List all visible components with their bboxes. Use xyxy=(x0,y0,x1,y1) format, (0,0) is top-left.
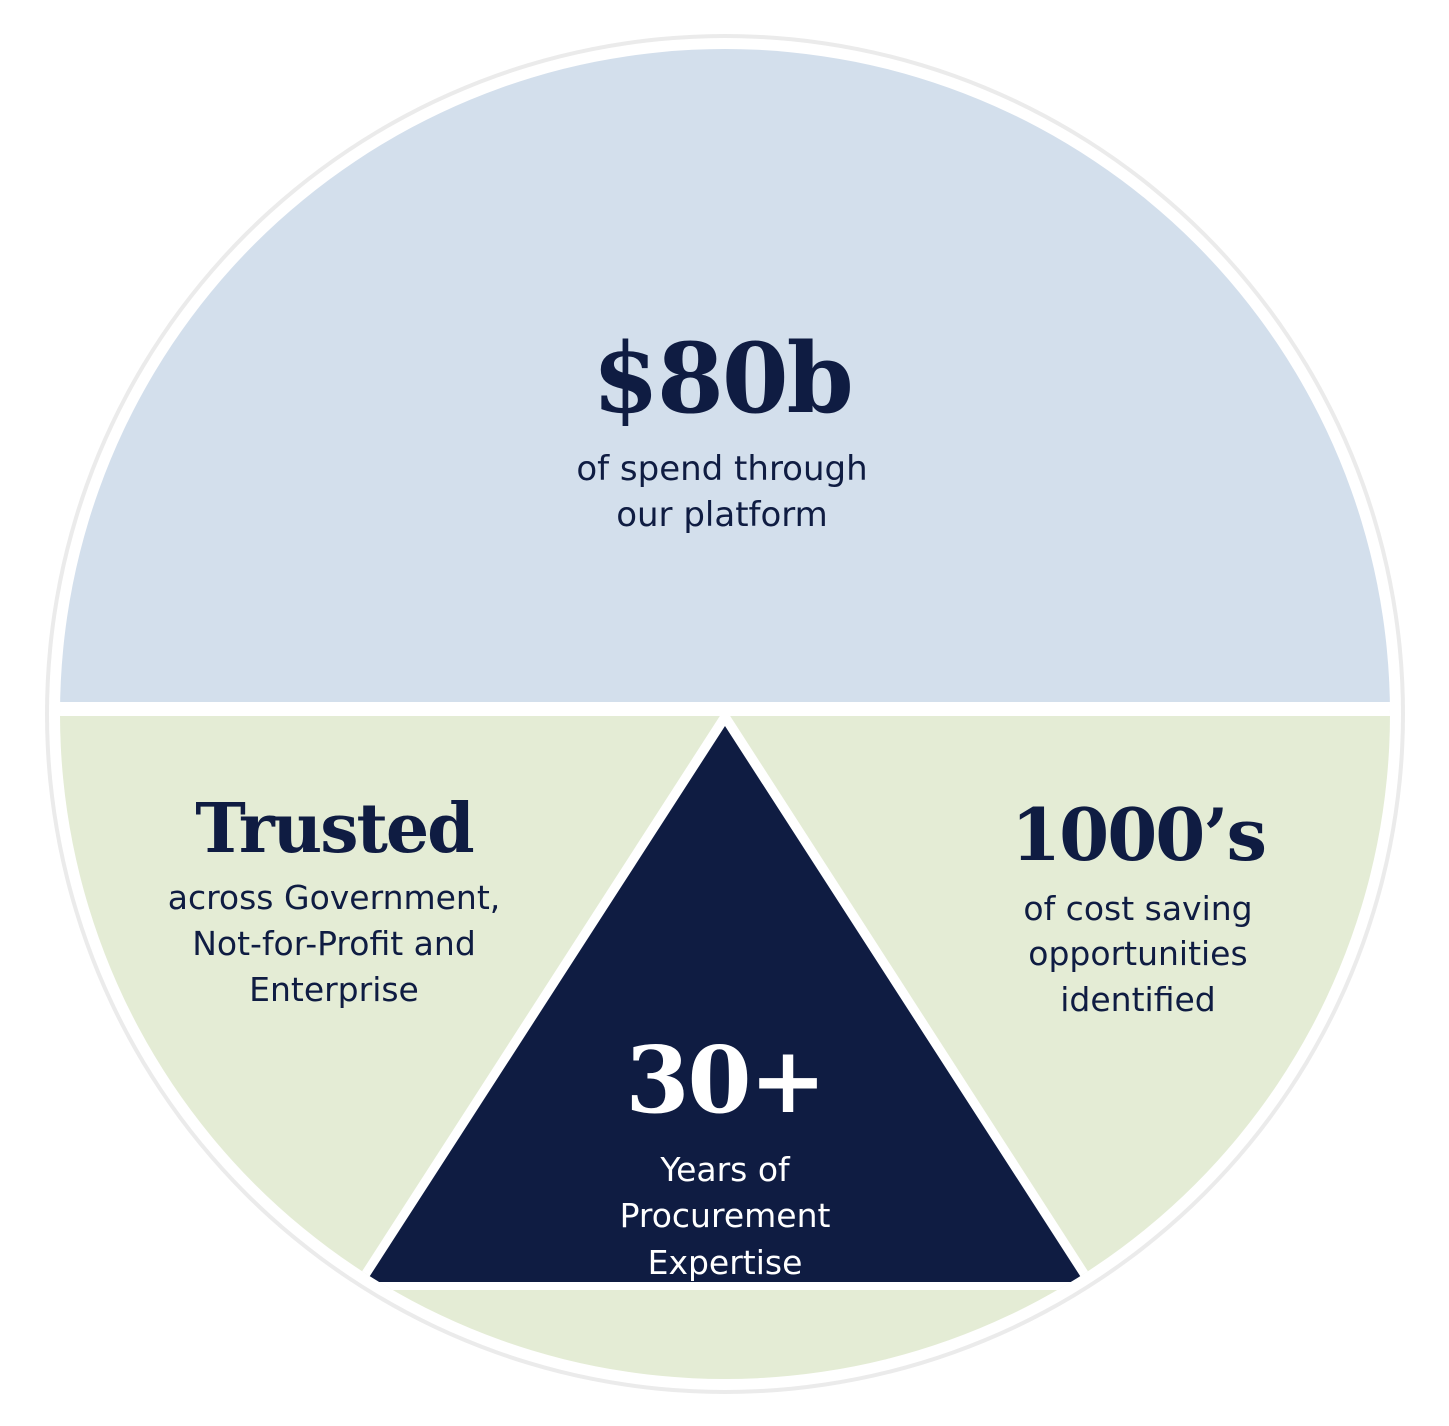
top-caption-line-2: our platform xyxy=(616,495,828,535)
center-headline: 30+ xyxy=(625,1026,824,1134)
top-segment-content: $80b of spend through our platform xyxy=(576,322,867,535)
left-caption-line-3: Enterprise xyxy=(249,970,419,1009)
right-segment-content: 1000’s of cost saving opportunities iden… xyxy=(1011,792,1267,1019)
top-headline: $80b xyxy=(592,322,852,435)
top-caption-line-1: of spend through xyxy=(576,449,867,489)
right-caption-line-1: of cost saving xyxy=(1023,889,1252,928)
right-caption-line-2: opportunities xyxy=(1028,934,1247,973)
left-segment-content: Trusted across Government, Not-for-Profi… xyxy=(168,789,501,1009)
right-caption-line-3: identified xyxy=(1060,980,1215,1019)
left-headline: Trusted xyxy=(195,789,473,869)
center-caption-line-2: Procurement xyxy=(620,1196,831,1235)
left-caption-line-2: Not-for-Profit and xyxy=(192,924,476,963)
center-triangle xyxy=(366,726,1084,1282)
left-caption-line-1: across Government, xyxy=(168,878,501,917)
center-caption-line-3: Expertise xyxy=(648,1243,803,1282)
center-segment-content: 30+ Years of Procurement Expertise xyxy=(620,1026,831,1282)
right-headline: 1000’s xyxy=(1011,792,1265,877)
center-caption-line-1: Years of xyxy=(659,1150,791,1189)
